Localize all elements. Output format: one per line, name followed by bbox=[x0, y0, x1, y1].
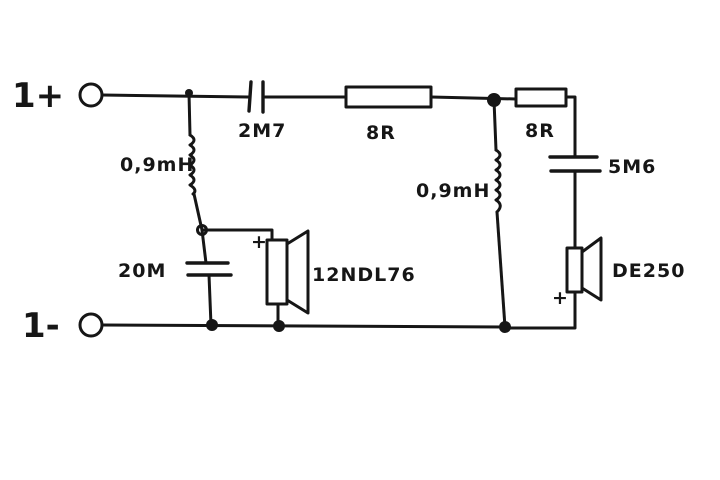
terminal-minus bbox=[78, 312, 104, 338]
tweeter-cone bbox=[580, 236, 603, 302]
wires bbox=[100, 91, 577, 330]
junctions bbox=[185, 89, 511, 333]
woofer-magnet bbox=[265, 238, 289, 306]
wire-l2-top bbox=[492, 98, 498, 152]
resistor-tweeter bbox=[514, 87, 568, 108]
junction-bottom-right bbox=[499, 321, 511, 333]
resistor-tweeter-label: 8R bbox=[525, 120, 555, 142]
wire-bottom-rail bbox=[100, 323, 507, 329]
tweeter-speaker bbox=[565, 236, 603, 302]
wire-c2-bottom bbox=[207, 273, 213, 327]
junction-top-left bbox=[185, 89, 193, 97]
tweeter-polarity: + bbox=[552, 287, 569, 309]
inductor-tweeter-shunt-label: 0,9mH bbox=[416, 180, 490, 202]
inductor-woofer-shunt-label: 0,9mH bbox=[120, 154, 194, 176]
wire-tweeter-return bbox=[503, 290, 577, 330]
tweeter-magnet bbox=[565, 246, 584, 294]
terminal-plus-label: 1+ bbox=[12, 76, 64, 116]
resistor-series-label: 8R bbox=[366, 122, 396, 144]
terminal-plus bbox=[78, 82, 104, 108]
junction-bottom-c2 bbox=[206, 319, 218, 331]
inductor-woofer-shunt bbox=[188, 133, 197, 196]
wire-l1-bottom bbox=[192, 192, 204, 232]
wire-top-right bbox=[429, 95, 518, 101]
wire-l1-top bbox=[187, 91, 192, 137]
wire-to-woofer-plus bbox=[200, 228, 274, 242]
woofer-cone bbox=[285, 229, 310, 315]
junction-top-right bbox=[487, 93, 501, 107]
tweeter-label: DE250 bbox=[612, 260, 685, 282]
wire-tweeter-down bbox=[564, 95, 577, 159]
junction-bottom-woofer bbox=[273, 320, 285, 332]
capacitor-tweeter-label: 5M6 bbox=[608, 156, 656, 178]
woofer-label: 12NDL76 bbox=[312, 264, 416, 286]
capacitor-series-label: 2M7 bbox=[238, 120, 286, 142]
inductor-tweeter-shunt bbox=[494, 148, 502, 214]
resistor-series bbox=[344, 85, 433, 109]
wire-top-left bbox=[100, 93, 250, 99]
capacitor-series bbox=[247, 80, 265, 114]
capacitor-woofer-shunt bbox=[185, 261, 233, 277]
capacitor-tweeter bbox=[548, 155, 602, 173]
terminal-minus-label: 1- bbox=[22, 306, 60, 346]
woofer-polarity: + bbox=[251, 231, 268, 253]
wire-l2-bottom bbox=[495, 210, 507, 329]
capacitor-woofer-shunt-label: 20M bbox=[118, 260, 166, 282]
junction-woofer-node bbox=[196, 224, 208, 236]
woofer-speaker bbox=[265, 229, 310, 315]
